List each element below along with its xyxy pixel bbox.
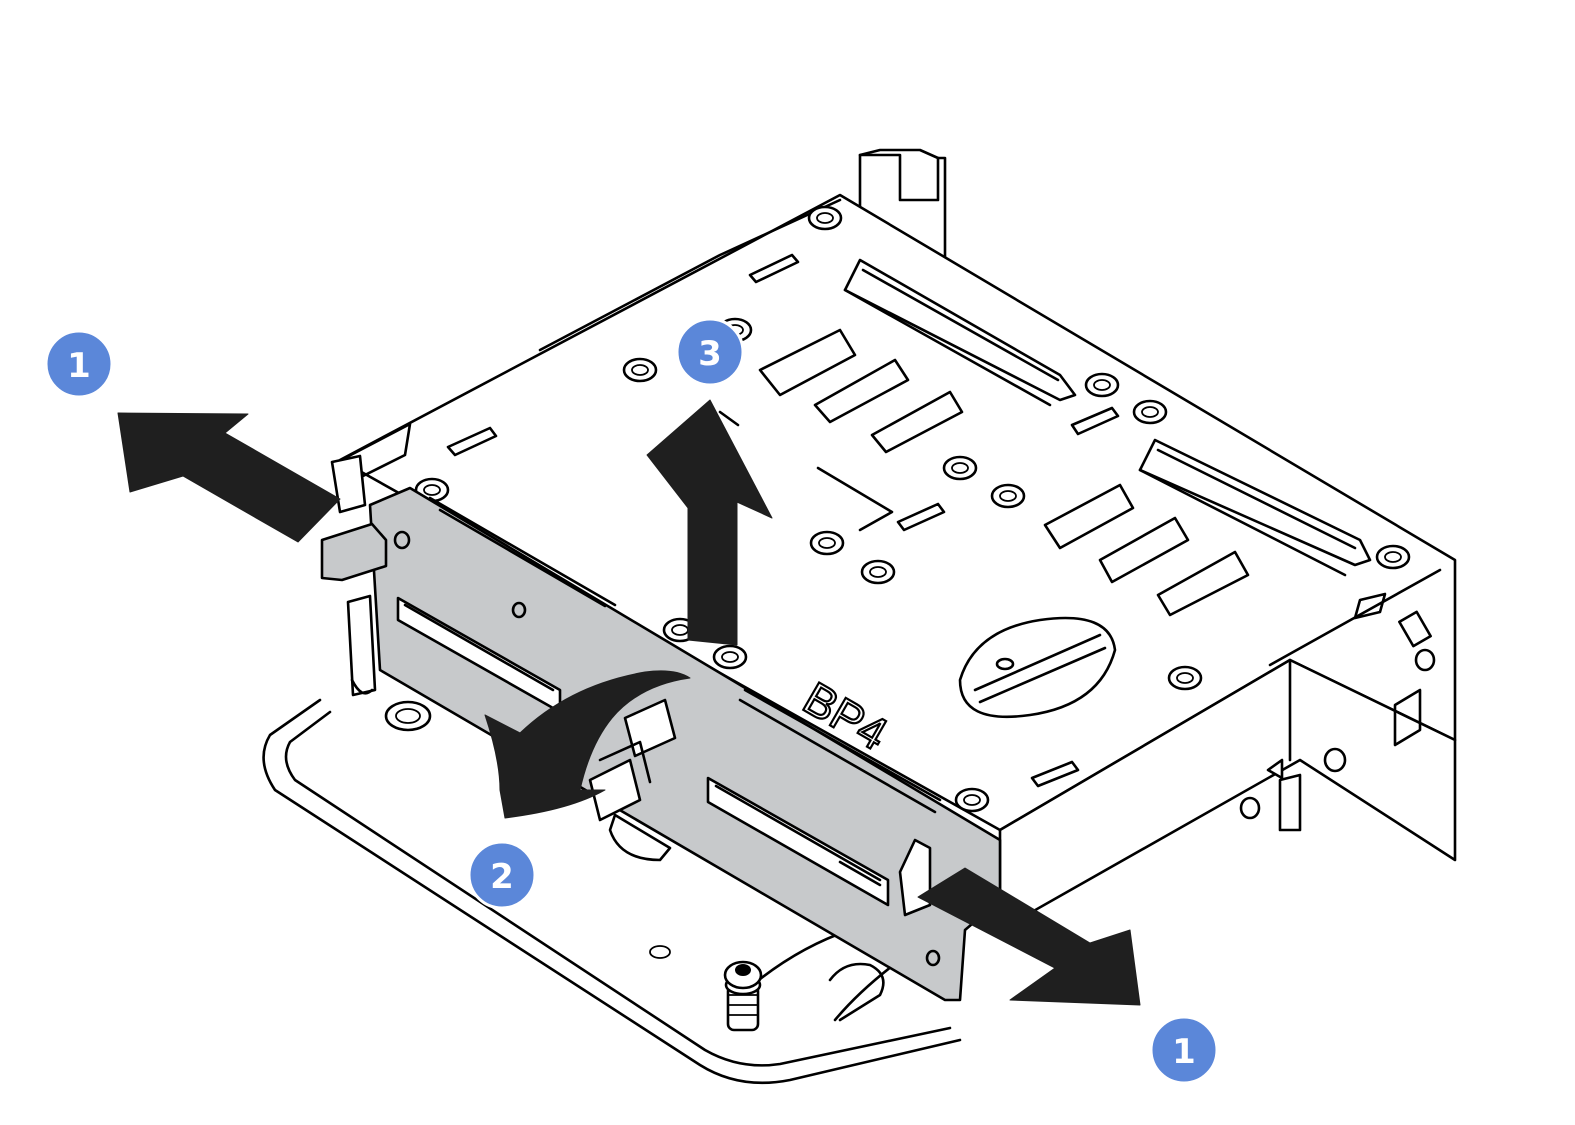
thumbscrew xyxy=(723,960,763,1032)
arrow-pull-right-icon xyxy=(917,867,1141,1006)
rivet-hole xyxy=(1176,672,1194,684)
rivet-hole xyxy=(816,212,834,224)
base-tray xyxy=(262,698,962,1085)
rivet xyxy=(860,559,896,585)
rivet xyxy=(1132,399,1168,425)
svg-text:1: 1 xyxy=(1172,1032,1196,1072)
rivet xyxy=(809,530,845,556)
rivet xyxy=(942,455,978,481)
rivet xyxy=(990,483,1026,509)
svg-text:1: 1 xyxy=(67,346,91,386)
callout-1: 1 xyxy=(44,329,114,399)
callout-1: 1 xyxy=(1149,1015,1219,1085)
rivet-hole xyxy=(818,537,836,549)
arrow-lift-up-icon xyxy=(646,399,773,646)
arrow-rotate-icon xyxy=(484,670,691,819)
rivet-hole xyxy=(999,490,1017,502)
rivet xyxy=(1084,372,1120,398)
rivet-hole xyxy=(1141,406,1159,418)
rivet xyxy=(1167,665,1203,691)
rivet xyxy=(807,205,843,231)
rivet xyxy=(1375,544,1411,570)
rivet-hole xyxy=(951,462,969,474)
rivet xyxy=(712,644,748,670)
rivet-hole xyxy=(631,364,649,376)
arrow-pull-left-icon xyxy=(117,412,341,543)
backplane xyxy=(368,486,1002,1002)
rivet-hole xyxy=(869,566,887,578)
drive-cage xyxy=(338,148,1457,932)
rivet-hole xyxy=(1384,551,1402,563)
left-latch xyxy=(320,454,388,697)
rivet-hole xyxy=(721,651,739,663)
callout-3: 3 xyxy=(675,317,745,387)
rivet-hole xyxy=(1093,379,1111,391)
svg-text:3: 3 xyxy=(698,334,722,374)
rivet-hole xyxy=(963,794,981,806)
rivet-hole xyxy=(423,484,441,496)
rivet xyxy=(954,787,990,813)
rivet xyxy=(622,357,658,383)
callout-2: 2 xyxy=(467,840,537,910)
svg-text:2: 2 xyxy=(490,857,514,897)
